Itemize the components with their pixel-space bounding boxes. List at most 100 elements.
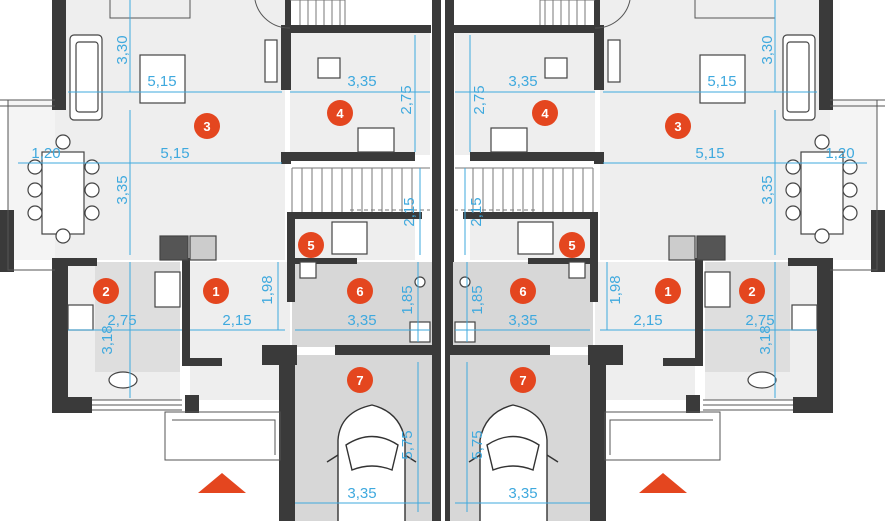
left-dining-table <box>41 151 85 235</box>
left-office-desk <box>357 127 395 153</box>
left-wall-office-top <box>281 25 431 33</box>
left-chair-7 <box>55 134 71 150</box>
left-windows <box>0 0 291 461</box>
left-top-opening <box>109 0 191 19</box>
left-wall-garage-side <box>279 345 295 521</box>
dimension-labels-left: 3,30 5,15 3,35 2,75 1,20 5,15 3,35 2,15 … <box>31 35 418 502</box>
party-wall-gap <box>441 0 445 521</box>
dim-right-boiler-width: 3,35 <box>508 312 537 329</box>
dim-left-boiler-width: 3,35 <box>347 312 376 329</box>
right-wall-outer-top <box>819 0 833 110</box>
left-wall-kitchen-top <box>52 258 97 266</box>
left-coffee-table <box>139 54 186 104</box>
room-marker-right-2: 2 <box>739 278 765 304</box>
room-marker-right-6: 6 <box>510 278 536 304</box>
right-chair-1 <box>842 159 858 175</box>
right-chair-4 <box>785 159 801 175</box>
left-chair-3 <box>27 205 43 221</box>
right-car-mirror-r <box>468 454 481 463</box>
dim-left-bath-height: 2,15 <box>401 197 418 226</box>
dim-left-kitchen-width: 2,75 <box>107 312 136 329</box>
room-marker-right-4: 4 <box>532 100 558 126</box>
left-wall-bath-left <box>287 212 295 292</box>
right-wall-kitchen-right <box>695 258 703 366</box>
right-chair-3 <box>842 205 858 221</box>
left-wall-office-left <box>281 25 291 90</box>
room-number: 7 <box>519 373 526 388</box>
right-dining-floor <box>600 100 830 260</box>
right-office-cabinet <box>607 39 621 83</box>
room-marker-right-1: 1 <box>655 278 681 304</box>
right-wall-bath-bottom <box>528 258 598 264</box>
left-toilet <box>299 261 317 279</box>
dim-left-dining-height: 3,35 <box>114 175 131 204</box>
left-boiler-unit <box>414 276 426 288</box>
dim-left-kitchen-height: 3,18 <box>99 325 116 354</box>
car-icon <box>479 404 548 521</box>
left-wall-boiler-left <box>287 292 295 302</box>
left-wall-kitchen-right <box>182 258 190 366</box>
dim-right-terrace: 1,20 <box>825 145 854 162</box>
right-stairs <box>455 0 595 212</box>
dim-left-garage-height: 5,75 <box>399 430 416 459</box>
room-marker-left-6: 6 <box>347 278 373 304</box>
room-number: 7 <box>356 373 363 388</box>
left-wall-office-bottom <box>281 152 415 161</box>
right-office-desk <box>490 127 528 153</box>
right-wall-kitchen-left <box>817 258 833 413</box>
dim-left-hall-height: 1,98 <box>259 275 276 304</box>
left-stairs <box>290 0 430 212</box>
left-kitchen-sink-top <box>67 304 94 331</box>
room-number: 6 <box>519 284 526 299</box>
left-chair-4 <box>84 159 100 175</box>
right-wall-bath-left <box>590 212 598 292</box>
right-wall-bath-top <box>463 212 598 219</box>
left-car <box>326 404 417 521</box>
left-chair-2 <box>27 182 43 198</box>
left-terrace-outline <box>0 99 55 271</box>
room-number: 3 <box>203 119 210 134</box>
room-number: 4 <box>336 106 344 121</box>
right-chair-2 <box>842 182 858 198</box>
right-coffee-table <box>699 54 746 104</box>
dim-left-entry-width: 2,15 <box>222 312 251 329</box>
room-number: 2 <box>102 284 109 299</box>
room-number: 5 <box>568 238 575 253</box>
right-stairs-outer <box>539 0 595 25</box>
dim-right-entry-width: 2,15 <box>633 312 662 329</box>
room-marker-left-2: 2 <box>93 278 119 304</box>
room-marker-left-7: 7 <box>347 367 373 393</box>
right-boiler-box <box>454 321 476 343</box>
right-entry-canopy <box>604 411 721 461</box>
right-wall-boiler-left <box>590 292 598 302</box>
right-furniture <box>454 34 858 389</box>
room-number: 5 <box>307 238 314 253</box>
left-fridge <box>159 235 189 261</box>
right-entrance-arrow-icon <box>639 473 687 493</box>
dim-right-hall-height: 1,98 <box>607 275 624 304</box>
left-shower <box>331 221 368 255</box>
right-walls <box>452 0 885 521</box>
left-stairs-lower <box>291 167 430 212</box>
right-unit <box>450 0 885 521</box>
dim-right-garage-width: 3,35 <box>508 485 537 502</box>
dim-right-boiler-height: 1,85 <box>469 285 486 314</box>
room-marker-left-5: 5 <box>298 232 324 258</box>
room-number: 1 <box>664 284 671 299</box>
left-cabinet-kitchen <box>189 235 217 261</box>
dim-left-office-height: 2,75 <box>398 85 415 114</box>
left-car-mirror-r <box>404 454 417 463</box>
dim-right-office-width: 3,35 <box>508 73 537 90</box>
left-boiler-box <box>409 321 431 343</box>
dim-right-kitchen-width: 2,75 <box>745 312 774 329</box>
left-office-cabinet <box>264 39 278 83</box>
right-chair-5 <box>785 182 801 198</box>
left-chair-8 <box>55 228 71 244</box>
right-stairs-lower <box>455 167 594 212</box>
right-wall-stair-left <box>594 152 604 164</box>
room-marker-left-4: 4 <box>327 100 353 126</box>
left-car-windshield <box>345 435 399 471</box>
dim-right-bath-height: 2,15 <box>468 197 485 226</box>
left-chair-6 <box>84 205 100 221</box>
right-door-arc-living <box>594 0 631 29</box>
